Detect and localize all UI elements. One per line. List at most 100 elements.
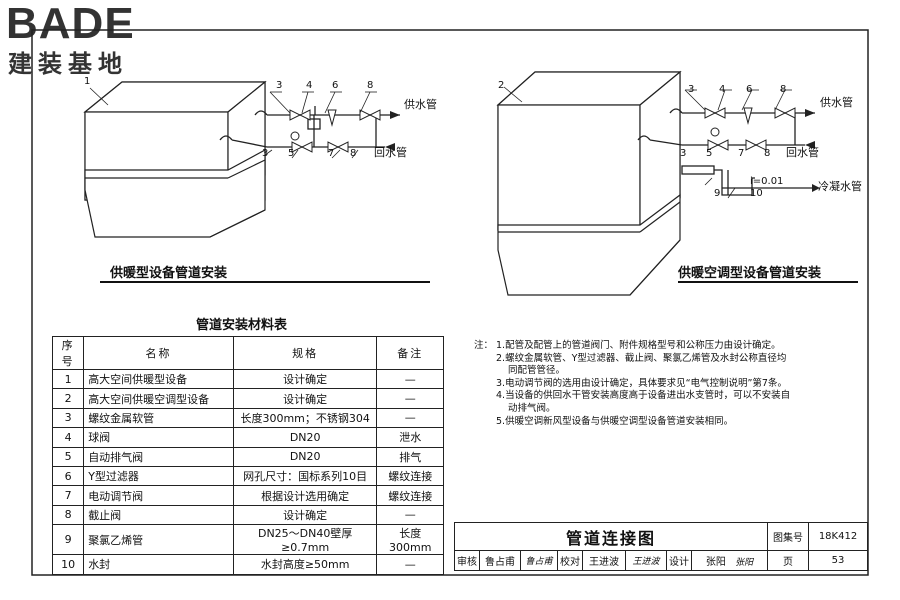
cell-spec: DN25～DN40壁厚≥0.7mm [232,524,378,556]
cell-name: 高大空间供暖空调型设备 [83,388,234,409]
note-line: 4.当设备的供回水干管安装高度高于设备进出水支管时，可以不安装自 [496,390,791,402]
cell-remark: 泄水 [376,427,444,448]
cell-remark: — [376,407,444,429]
note-line: 1.配管及配管上的管道阀门、附件规格型号和公称压力由设计确定。 [496,340,781,351]
cell-spec: 长度300mm；不锈钢304 [232,407,378,429]
title-block-row-1: 管道连接图 图集号 18K412 [454,522,868,551]
supply-pipe-label-right: 供水管 [820,96,853,109]
cell-spec: DN20 [232,446,378,467]
callout-8-top-left: 8 [367,80,374,91]
cell-no: 3 [51,407,85,429]
return-pipe-label-right: 回水管 [786,146,819,159]
callout-6-top-right: 6 [746,84,753,95]
note-line: 2.螺纹金属软管、Y型过滤器、截止阀、聚氯乙烯管及水封公称直径均 [496,352,787,364]
callout-3-bottom-right: 3 [680,148,687,159]
notes-block: 注： 1.配管及配管上的管道阀门、附件规格型号和公称压力由设计确定。 2.螺纹金… [474,340,854,428]
cell-no: 8 [51,504,85,526]
column-header-no: 序号 [51,336,85,370]
cell-spec: 设计确定 [232,388,378,409]
cell-spec: 根据设计选用确定 [232,485,378,506]
design-label: 设计 [666,550,692,571]
callout-4-top-left: 4 [306,80,313,91]
cell-name: 截止阀 [83,504,234,526]
cell-no: 7 [51,485,85,506]
column-header-remark: 备注 [376,336,444,370]
designer-signature: 张阳 [735,558,754,568]
column-header-spec: 规格 [232,336,378,370]
cell-name: 高大空间供暖型设备 [83,368,234,390]
callout-7-bottom-right: 7 [738,148,745,159]
cell-no: 9 [51,524,85,556]
title-block-row-2: 审核 鲁占甫 鲁占甫 校对 王进波 王进波 设计 张阳 张阳 页 53 [454,550,868,571]
callout-10-right: 10 [750,188,763,199]
cell-remark: — [376,368,444,390]
column-header-name: 名称 [83,336,234,370]
cell-remark: — [376,504,444,526]
title-block: 管道连接图 图集号 18K412 审核 鲁占甫 鲁占甫 校对 王进波 王进波 设… [454,522,868,571]
note-line: 5.供暖空调新风型设备与供暖空调型设备管道安装相同。 [496,415,734,427]
callout-7-bottom-left: 7 [328,148,335,159]
cell-no: 2 [51,388,85,409]
cell-no: 10 [51,554,85,575]
reviewer-signature: 鲁占甫 [520,550,558,571]
callout-unit-2: 2 [498,80,505,91]
heating-unit-caption: 供暖型设备管道安装 [100,262,430,283]
cell-name: 自动排气阀 [83,446,234,467]
page-number: 53 [808,550,868,571]
callout-3-top-right: 3 [688,84,695,95]
note-line: 3.电动调节阀的选用由设计确定，具体要求见“电气控制说明”第7条。 [496,377,787,389]
cell-name: 水封 [83,554,234,575]
cell-spec: DN20 [232,427,378,448]
callout-5-bottom-left: 5 [288,148,295,159]
heating-unit-drawing [83,80,400,238]
return-pipe-label-left: 回水管 [374,146,407,159]
brand-logo: BADE [6,0,135,48]
supply-pipe-label-left: 供水管 [404,98,437,111]
brand-logo-subtitle: 建装基地 [8,51,128,78]
cell-remark: — [376,554,444,575]
cell-spec: 水封高度≥50mm [232,554,378,575]
cell-no: 4 [51,427,85,448]
review-label: 审核 [454,550,480,571]
cell-no: 6 [51,465,85,487]
cell-remark: 螺纹连接 [376,485,444,506]
cell-remark: 长度300mm [376,524,444,556]
reviewer-name: 鲁占甫 [479,550,521,571]
callout-9-right: 9 [714,188,721,199]
callout-5-bottom-right: 5 [706,148,713,159]
condensate-pipe-label: 冷凝水管 [818,180,862,193]
note-line: 同配管管径。 [508,365,566,377]
callout-3-bottom-left: 3 [262,148,269,159]
cell-remark: 螺纹连接 [376,465,444,487]
cell-name: 球阀 [83,427,234,448]
cell-name: 聚氯乙烯管 [83,524,234,556]
cell-no: 5 [51,446,85,467]
heating-ac-unit-caption: 供暖空调型设备管道安装 [678,262,858,283]
callout-8-top-right: 8 [780,84,787,95]
page-label: 页 [767,550,809,571]
cell-spec: 设计确定 [232,368,378,390]
cell-spec: 设计确定 [232,504,378,526]
cell-no: 1 [51,368,85,390]
cell-remark: — [376,388,444,409]
cell-name: 螺纹金属软管 [83,407,234,429]
designer-name: 张阳 [705,557,726,568]
checker-name: 王进波 [582,550,626,571]
slope-label: i=0.01 [750,176,784,187]
check-label: 校对 [557,550,583,571]
cell-name: Y型过滤器 [83,465,234,487]
callout-8-bottom-left: 8 [350,148,357,159]
heating-ac-unit-drawing [496,70,820,296]
notes-prefix: 注： [474,340,494,351]
drawing-title: 管道连接图 [454,522,768,551]
